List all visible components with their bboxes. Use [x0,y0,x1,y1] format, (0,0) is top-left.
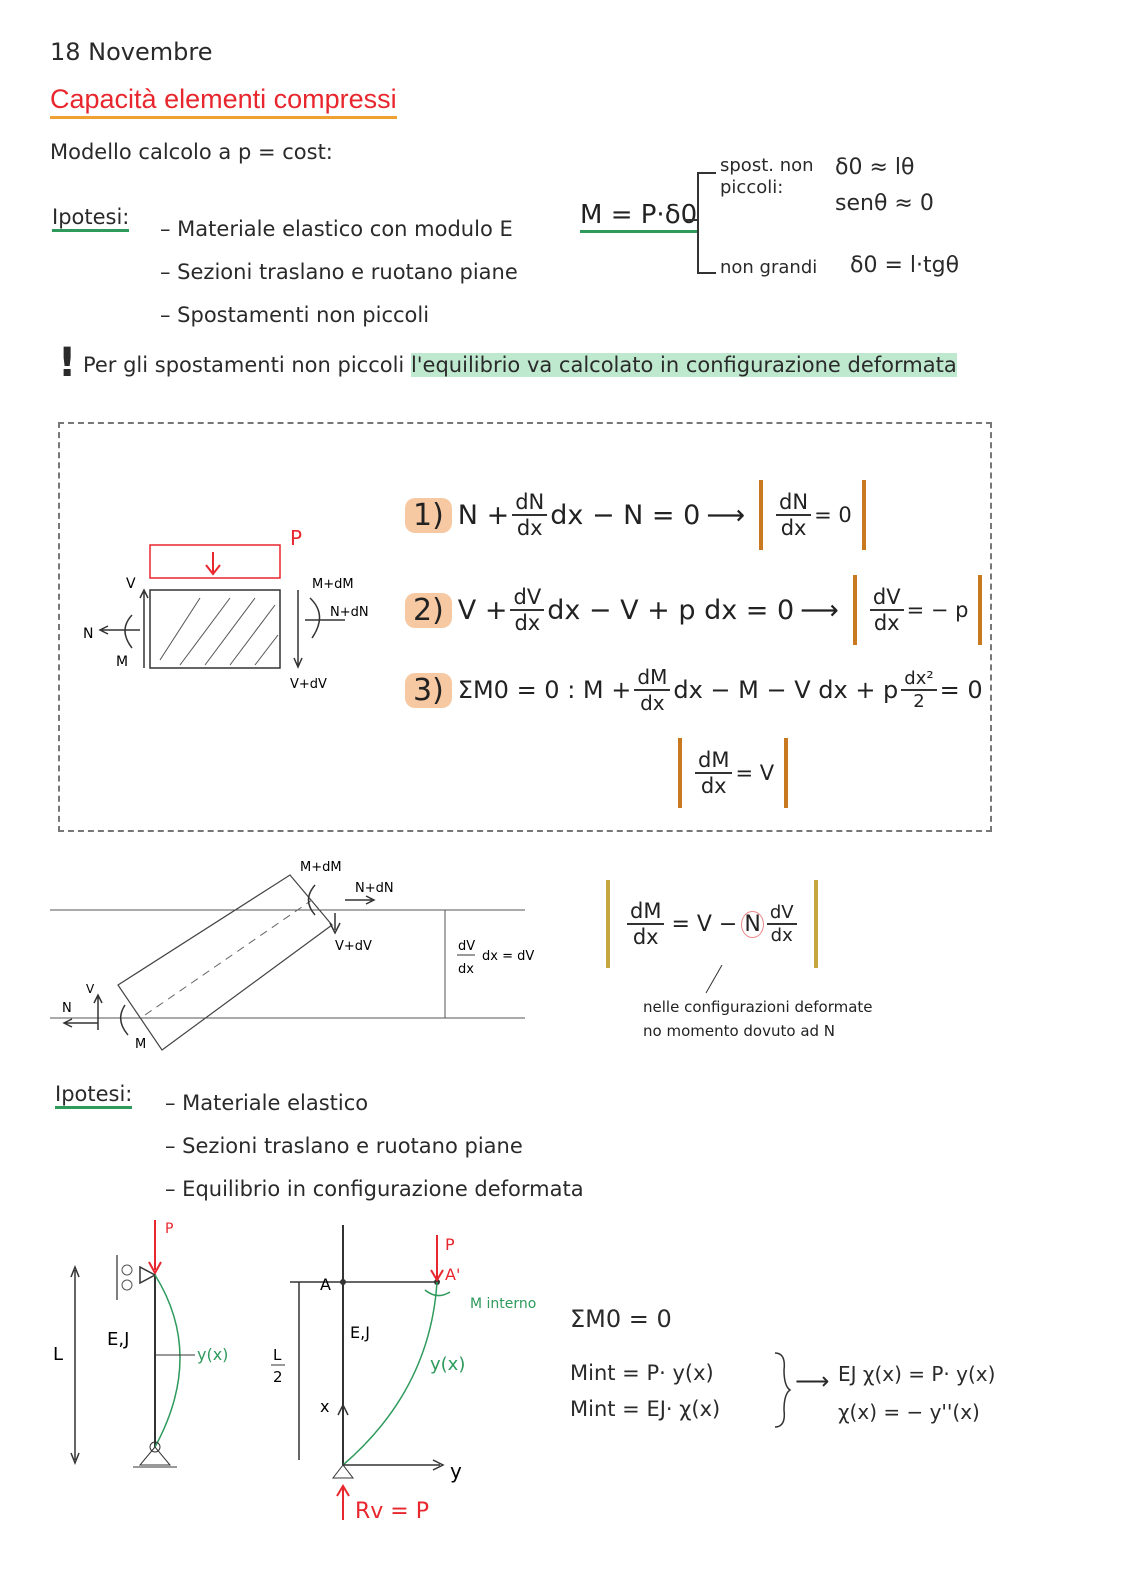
hypothesis-item: – Materiale elastico [165,1091,369,1115]
large-displacement-eq: δ0 = l·tgθ [850,253,960,278]
internal-moment-eqs: Mint = P· y(x) Mint = EJ· χ(x) [570,1361,721,1421]
hypothesis-item: – Sezioni traslano e ruotano piane [160,260,518,284]
label-normal-plus: N+dN [355,881,394,896]
stiffness-label: E,J [107,1329,129,1350]
label-moment: M [116,654,128,670]
page-title: Capacità elementi compressi [50,84,397,119]
label-shear: V [86,982,95,996]
moment-sum: ΣM0 = 0 [570,1305,672,1333]
frac-den: dx [458,962,474,977]
y-axis-label: y [450,1459,462,1483]
equilibrium-box [58,422,992,832]
x-axis-label: x [320,1397,329,1416]
element-diagram: P M+dM N+dN V N M V+dV [83,526,369,692]
label-shear: V [126,576,136,592]
hypothesis-item: – Equilibrio in configurazione deformata [165,1177,584,1201]
load-label: P [445,1235,455,1254]
reaction-label: Rv = P [355,1499,429,1524]
moment-formula: M = P·δ0 [580,200,698,233]
deformed-element-diagram: M+dM N+dN V+dV N V M dV dx dx = dV [50,860,534,1052]
brace-icon [774,1352,792,1428]
length-label: L [53,1344,63,1365]
stiffness-label: E,J [350,1323,370,1342]
circled-N: N [741,910,764,938]
label-normal-plus: N+dN [330,605,369,620]
small-displacement-label: spost. non piccoli: [720,155,814,198]
hypotheses-label: Ipotesi: [52,205,130,232]
hypothesis-item: – Materiale elastico con modulo E [160,217,513,241]
hypotheses-2-list: – Materiale elastico – Sezioni traslano … [165,1082,584,1211]
half-length-num: L [273,1346,282,1364]
label-shear-plus: V+dV [290,677,327,692]
deflection-label: y(x) [430,1354,465,1375]
large-displacement-label: non grandi [720,257,818,278]
column-diagram-1: P E,J y(x) L [53,1220,228,1468]
hypothesis-item: – Spostamenti non piccoli [160,303,430,327]
half-length-den: 2 [273,1368,283,1386]
label-moment-plus: M+dM [312,577,354,592]
point-A1-label: A' [445,1265,460,1284]
label-normal: N [62,1001,72,1016]
arrow-icon: ⟶ [800,594,839,626]
column-diagram-2: A A' P M interno E,J y(x) L 2 x y Rv = P [271,1225,536,1524]
branch-bracket [684,172,716,274]
label-moment: M [135,1037,146,1052]
load-label: P [290,526,302,550]
hypothesis-item: – Sezioni traslano e ruotano piane [165,1134,523,1158]
arrow-icon: ⟶ [795,1367,830,1395]
internal-moment-label: M interno [470,1296,536,1312]
label-shear-plus: V+dV [335,939,372,954]
warning-note: ! Per gli spostamenti non piccoli l'equi… [58,340,957,386]
model-text: Modello calcolo a p = cost: [50,140,333,164]
label-normal: N [83,626,93,642]
deflection-label: y(x) [197,1345,228,1364]
date: 18 Novembre [50,38,213,66]
deformed-note: nelle configurazioni deformate no moment… [643,998,873,1040]
hypotheses-1: Ipotesi: [52,205,130,232]
annotation-pointer [705,965,723,994]
point-A-label: A [320,1275,331,1294]
arrow-icon: ⟶ [706,499,746,531]
load-label: P [165,1221,173,1237]
frac-num: dV [458,939,475,954]
relation: dx = dV [482,949,534,964]
small-displacement-eqs: δ0 ≈ lθ senθ ≈ 0 [835,155,934,216]
result-eqs: EJ χ(x) = P· y(x) χ(x) = − y''(x) [838,1362,996,1424]
hypotheses-2: Ipotesi: [55,1082,133,1109]
hypotheses-1-list: – Materiale elastico con modulo E – Sezi… [160,208,518,337]
exclamation-icon: ! [58,340,77,386]
label-moment-plus: M+dM [300,860,342,875]
